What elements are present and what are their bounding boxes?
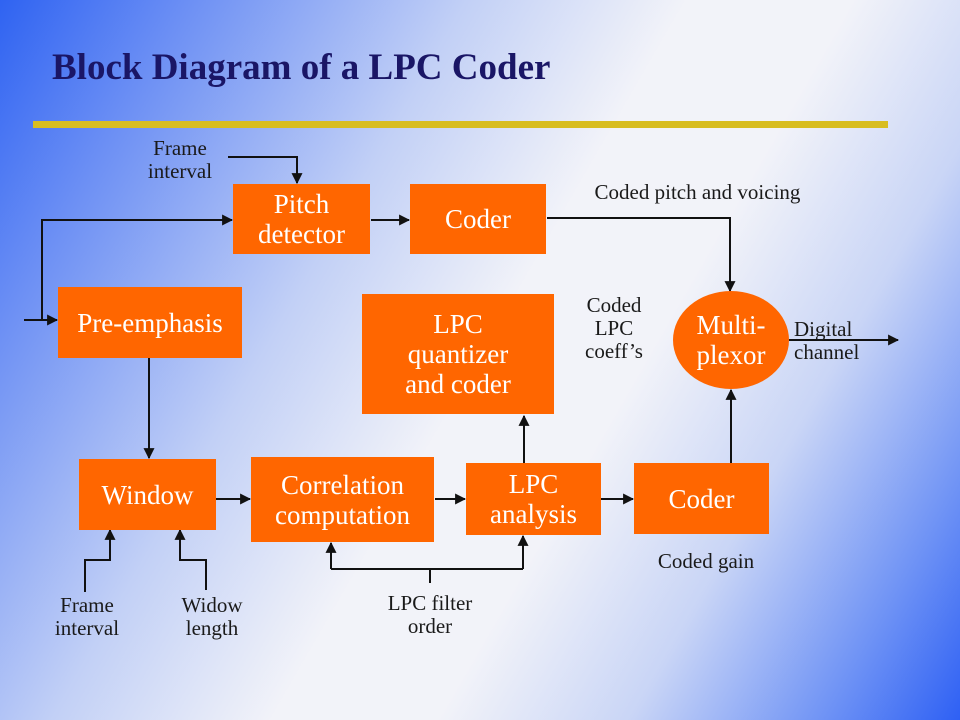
coder-top-block: Coder xyxy=(410,184,546,254)
correlation-block: Correlation computation xyxy=(251,457,434,542)
pre-emphasis-block: Pre-emphasis xyxy=(58,287,242,358)
pitch-detector-block: Pitch detector xyxy=(233,184,370,254)
frame-interval-to-window xyxy=(84,528,116,592)
lpc-filter-order-label: LPC filter order xyxy=(387,591,473,638)
frame-interval-top-label: Frame interval xyxy=(147,136,213,183)
input-to-pitch xyxy=(41,214,234,321)
window-length-label: Widow length xyxy=(181,593,243,640)
digital-channel-label: Digital channel xyxy=(794,317,860,364)
coder-bottom-block: Coder xyxy=(634,463,769,534)
coded-lpc-label: Coded LPC coeff’s xyxy=(585,293,643,363)
page-title: Block Diagram of a LPC Coder xyxy=(52,47,551,88)
coder-to-multiplexor xyxy=(547,217,736,293)
window-length-to-window xyxy=(174,528,207,590)
frame-interval-to-pitch xyxy=(228,156,303,185)
coded-pitch-label: Coded pitch and voicing xyxy=(594,180,801,204)
window-block: Window xyxy=(79,459,216,530)
lpc-analysis-block: LPC analysis xyxy=(466,463,601,535)
multiplexor-block: Multi- plexor xyxy=(673,291,789,389)
frame-interval-bottom-label: Frame interval xyxy=(54,593,120,640)
lpc-quantizer-block: LPC quantizer and coder xyxy=(362,294,554,414)
title-underline xyxy=(33,121,888,128)
coded-gain-label: Coded gain xyxy=(657,549,755,573)
